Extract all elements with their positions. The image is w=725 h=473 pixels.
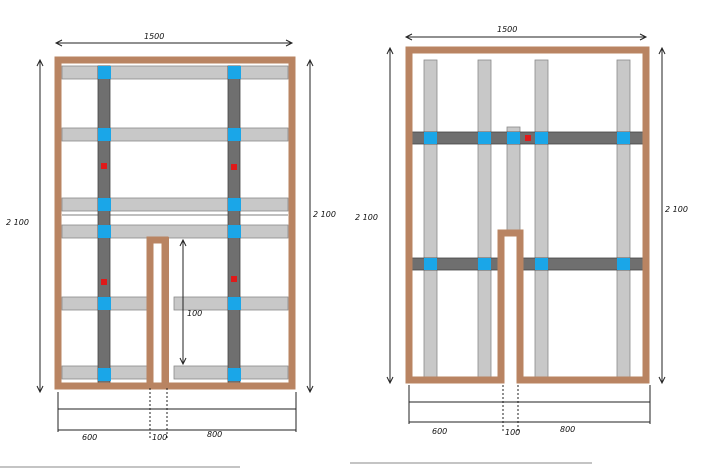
left-plan: 100 1500 2 100 2 100 600 100 800 bbox=[0, 32, 336, 468]
arrow bbox=[179, 357, 187, 366]
left-width-label: 1500 bbox=[144, 32, 164, 41]
arrow bbox=[36, 58, 44, 67]
red-marker bbox=[525, 135, 531, 141]
joint bbox=[228, 198, 241, 211]
joint bbox=[478, 258, 491, 270]
joint bbox=[228, 66, 241, 79]
right-bottom-label-600: 600 bbox=[432, 427, 447, 436]
right-height-label: 2 100 bbox=[313, 210, 336, 219]
right-plan-right-height-label: 2 100 bbox=[665, 205, 688, 214]
bottom-label-800: 800 bbox=[207, 430, 222, 439]
bottom-label-100: 100 bbox=[152, 433, 167, 442]
right-bottom-label-800: 800 bbox=[560, 425, 575, 434]
left-joints bbox=[98, 66, 241, 381]
arrow bbox=[658, 46, 666, 55]
joint bbox=[228, 225, 241, 238]
arrow bbox=[386, 376, 394, 385]
left-frame-inner bbox=[58, 237, 292, 389]
right-frame bbox=[405, 46, 650, 384]
right-bottom-label-100: 100 bbox=[505, 428, 520, 437]
right-stud bbox=[477, 59, 492, 381]
arrow bbox=[639, 33, 648, 41]
joint bbox=[507, 132, 520, 144]
joint bbox=[535, 132, 548, 144]
left-horizontal-slats bbox=[61, 65, 289, 380]
joint bbox=[228, 128, 241, 141]
left-slat bbox=[61, 65, 289, 80]
joint bbox=[228, 297, 241, 310]
right-stud bbox=[423, 59, 438, 381]
joint bbox=[98, 225, 111, 238]
right-plan: 1500 2 100 2 100 600 100 800 bbox=[350, 25, 688, 464]
arrow bbox=[386, 46, 394, 55]
joint bbox=[424, 258, 437, 270]
arrow bbox=[306, 58, 314, 67]
right-joints bbox=[424, 132, 630, 270]
arrow bbox=[658, 376, 666, 385]
left-frame bbox=[54, 56, 296, 390]
arrow bbox=[36, 385, 44, 394]
left-height-label: 2 100 bbox=[6, 218, 29, 227]
red-marker bbox=[231, 276, 237, 282]
joint bbox=[98, 368, 111, 381]
joint bbox=[617, 258, 630, 270]
red-marker bbox=[101, 279, 107, 285]
bottom-label-600: 600 bbox=[82, 433, 97, 442]
left-slat bbox=[61, 224, 289, 239]
arrow bbox=[54, 39, 63, 47]
arrow bbox=[179, 238, 187, 247]
joint bbox=[98, 297, 111, 310]
joint bbox=[478, 132, 491, 144]
joint bbox=[98, 128, 111, 141]
joint bbox=[535, 258, 548, 270]
joint bbox=[228, 368, 241, 381]
joint bbox=[617, 132, 630, 144]
arrow bbox=[306, 385, 314, 394]
right-stud bbox=[534, 59, 549, 381]
right-vertical-studs bbox=[423, 59, 631, 381]
arrow bbox=[404, 33, 413, 41]
arrow bbox=[285, 39, 294, 47]
right-width-label: 1500 bbox=[497, 25, 517, 34]
left-slat bbox=[61, 127, 289, 142]
inner-dim-label: 100 bbox=[187, 309, 202, 318]
right-stud bbox=[616, 59, 631, 381]
joint bbox=[98, 66, 111, 79]
red-marker bbox=[231, 164, 237, 170]
red-marker bbox=[101, 163, 107, 169]
joint bbox=[98, 198, 111, 211]
left-slat bbox=[61, 197, 289, 212]
joint bbox=[424, 132, 437, 144]
right-plan-left-height-label: 2 100 bbox=[355, 213, 378, 222]
